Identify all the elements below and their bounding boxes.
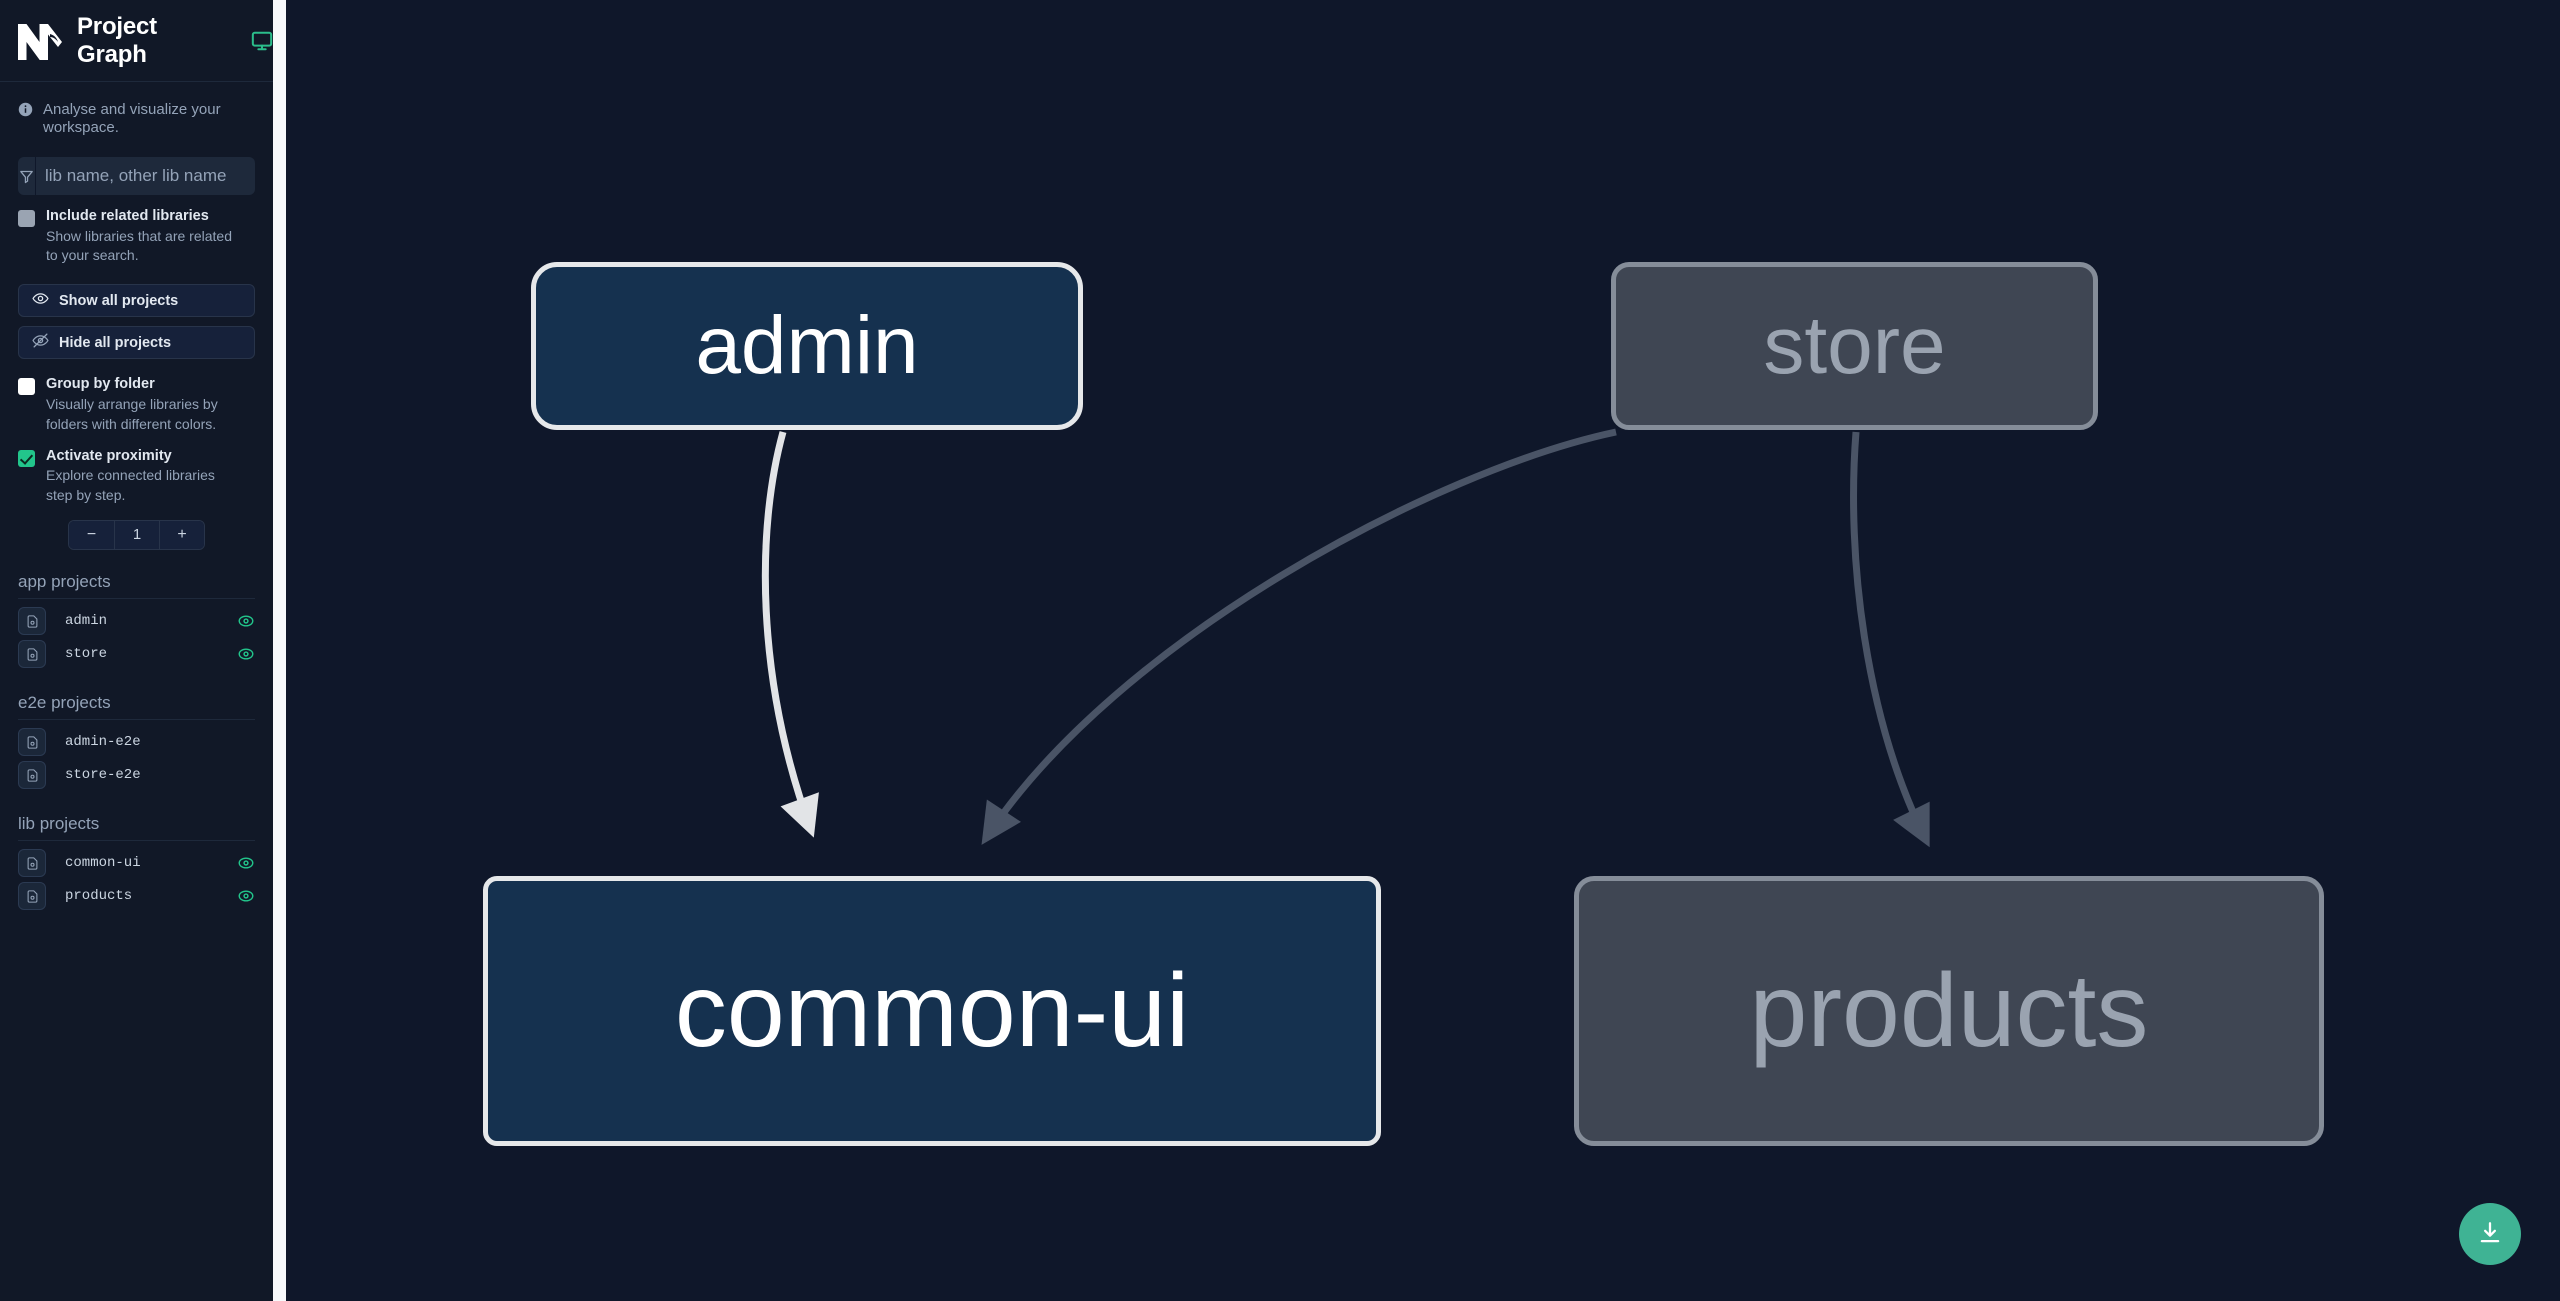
graph-node-label: common-ui: [674, 953, 1190, 1069]
search-input[interactable]: [36, 157, 255, 195]
page-title: Project Graph: [77, 12, 157, 68]
project-row-admin-e2e[interactable]: admin-e2e: [18, 726, 255, 759]
option-title: Include related libraries: [46, 208, 209, 224]
option-title: Activate proximity: [46, 447, 172, 464]
proximity-value: 1: [114, 520, 159, 549]
option-description: Show libraries that are related to your …: [46, 227, 232, 264]
sidebar-blurb: Analyse and visualize your workspace.: [0, 82, 273, 151]
eye-off-icon: [32, 332, 49, 353]
project-visibility-toggle[interactable]: [237, 645, 255, 663]
project-file-icon: [18, 761, 46, 790]
option-description: Explore connected libraries step by step…: [46, 467, 215, 504]
search-box[interactable]: [18, 157, 255, 195]
project-name: common-ui: [65, 855, 141, 872]
project-name: products: [65, 888, 133, 905]
project-name: admin-e2e: [65, 734, 141, 751]
group-heading: e2e projects: [18, 671, 255, 720]
nx-logo-icon: [16, 20, 64, 62]
project-group-lib: lib projects common-ui: [0, 792, 273, 913]
show-all-projects-label: Show all projects: [59, 292, 179, 309]
option-include-related-libraries[interactable]: Include related libraries Show libraries…: [0, 195, 273, 266]
sidebar-buttons: Show all projects Hide all projects: [0, 266, 273, 360]
project-row-store-e2e[interactable]: store-e2e: [18, 759, 255, 792]
sidebar-blurb-text: Analyse and visualize your workspace.: [43, 101, 221, 136]
project-file-icon: [18, 728, 46, 757]
graph-node-label: admin: [695, 300, 919, 391]
project-visibility-toggle[interactable]: [237, 612, 255, 630]
proximity-increment-button[interactable]: +: [159, 520, 204, 549]
search-row: [0, 151, 273, 195]
project-file-icon: [18, 607, 46, 636]
project-file-icon: [18, 882, 46, 911]
edge-store-to-common-ui: [981, 428, 1617, 845]
project-file-icon: [18, 849, 46, 878]
sidebar-scrollbar[interactable]: [273, 0, 286, 1301]
graph-node-store[interactable]: store: [1611, 262, 2098, 430]
hide-all-projects-button[interactable]: Hide all projects: [18, 326, 255, 360]
show-all-projects-button[interactable]: Show all projects: [18, 284, 255, 318]
edge-store-to-products: [1850, 431, 1930, 848]
graph-node-common-ui[interactable]: common-ui: [483, 876, 1381, 1146]
option-group-by-folder[interactable]: Group by folder Visually arrange librari…: [0, 359, 273, 434]
edge-admin-to-common-ui: [761, 431, 819, 838]
project-name: admin: [65, 613, 108, 630]
project-group-e2e: e2e projects admin-e2e store-: [0, 671, 273, 792]
option-title: Group by folder: [46, 376, 155, 393]
project-file-icon: [18, 640, 46, 669]
graph-canvas[interactable]: admin store common-ui products: [286, 0, 2560, 1301]
project-visibility-toggle[interactable]: [237, 854, 255, 872]
include-related-libraries-checkbox[interactable]: [18, 210, 35, 227]
graph-node-label: products: [1749, 953, 2149, 1069]
download-image-button[interactable]: [2459, 1203, 2521, 1265]
project-visibility-toggle[interactable]: [237, 887, 255, 905]
group-by-folder-checkbox[interactable]: [18, 378, 35, 396]
filter-funnel-icon: [18, 157, 36, 195]
graph-node-label: store: [1763, 300, 1946, 391]
graph-edges: [761, 428, 1930, 848]
proximity-stepper-row: − 1 +: [0, 506, 273, 550]
proximity-decrement-button[interactable]: −: [69, 520, 114, 549]
option-description: Visually arrange libraries by folders wi…: [46, 395, 218, 432]
eye-icon: [32, 290, 49, 311]
hide-all-projects-label: Hide all projects: [59, 334, 172, 351]
proximity-stepper: − 1 +: [68, 519, 205, 550]
project-row-products[interactable]: products: [18, 880, 255, 913]
info-icon: [18, 102, 33, 122]
project-group-app: app projects admin: [0, 550, 273, 671]
sidebar-header: Project Graph: [0, 0, 273, 82]
group-heading: app projects: [18, 550, 255, 599]
group-heading: lib projects: [18, 792, 255, 841]
download-icon: [2477, 1220, 2503, 1249]
activate-proximity-checkbox[interactable]: [18, 449, 35, 467]
option-activate-proximity[interactable]: Activate proximity Explore connected lib…: [0, 435, 273, 506]
graph-node-admin[interactable]: admin: [531, 262, 1083, 430]
monitor-icon[interactable]: [251, 30, 273, 52]
sidebar: Project Graph Analyse and visualize your…: [0, 0, 273, 1301]
project-name: store-e2e: [65, 767, 141, 784]
project-row-common-ui[interactable]: common-ui: [18, 847, 255, 880]
project-row-store[interactable]: store: [18, 638, 255, 671]
project-row-admin[interactable]: admin: [18, 605, 255, 638]
project-name: store: [65, 646, 108, 663]
graph-node-products[interactable]: products: [1574, 876, 2324, 1146]
